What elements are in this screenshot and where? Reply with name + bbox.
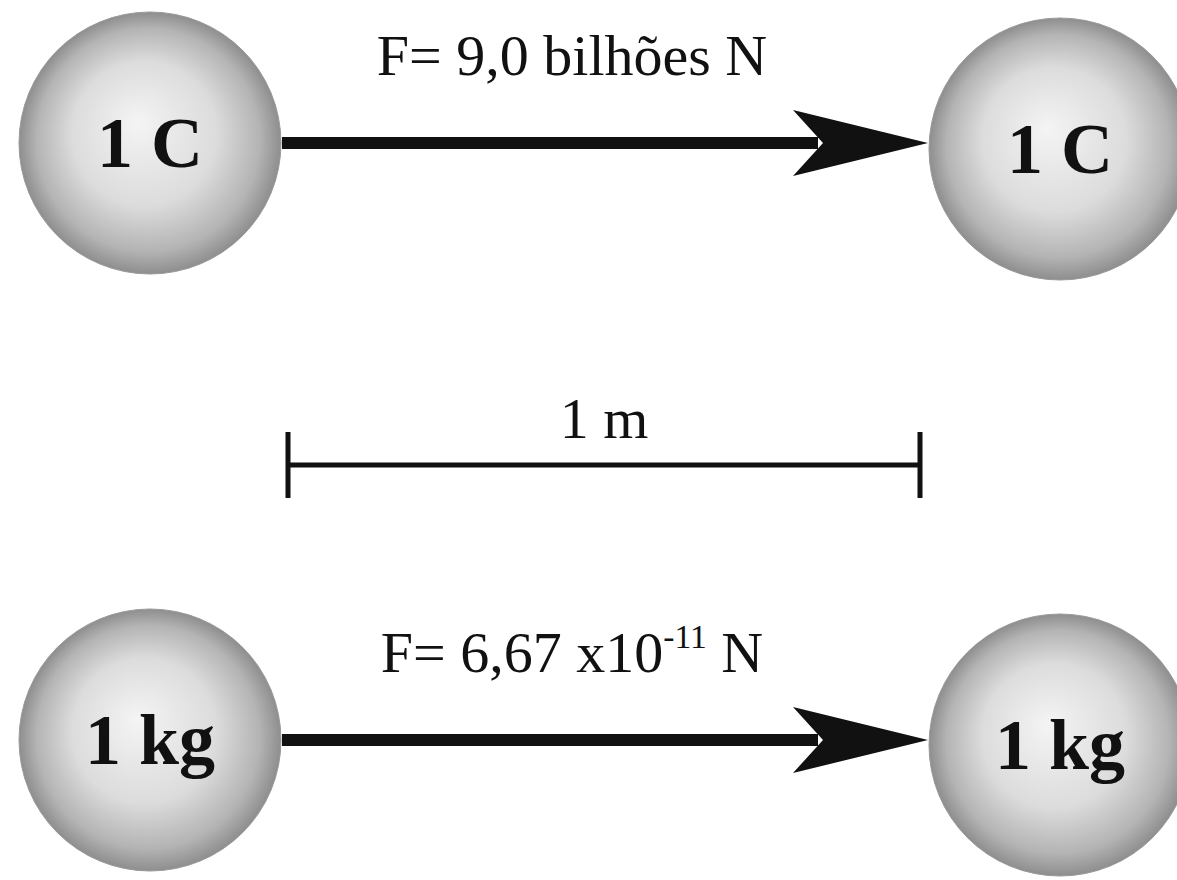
quantity-label: 1 C — [97, 107, 203, 179]
sphere-circle — [19, 609, 281, 871]
sphere-node: 1 kg — [928, 613, 1177, 877]
quantity-label: 1 C — [1007, 113, 1113, 185]
force-label: F= 6,67 x10-11 N — [381, 624, 763, 682]
sphere-circle — [929, 614, 1177, 876]
force-label: F= 9,0 bilhões N — [377, 27, 767, 85]
arrow-shaft — [282, 734, 818, 746]
edge-group — [282, 110, 928, 773]
node-body: 1 kg — [18, 608, 282, 872]
dimension-tick — [918, 432, 923, 498]
dimension-tick — [286, 432, 291, 498]
force-arrow — [282, 707, 928, 773]
node-body: 1 C — [928, 17, 1177, 281]
sphere-node: 1 C — [18, 11, 282, 275]
sphere-circle — [929, 18, 1177, 280]
sphere-circle — [19, 12, 281, 274]
dimension-label: 1 m — [560, 390, 649, 448]
quantity-label: 1 kg — [85, 704, 215, 776]
arrow-shaft — [282, 137, 818, 149]
arrow-head — [793, 110, 928, 176]
node-body: 1 kg — [928, 613, 1177, 877]
quantity-label: 1 kg — [995, 709, 1125, 781]
sphere-node: 1 C — [928, 17, 1177, 281]
node-body: 1 C — [18, 11, 282, 275]
arrow-head — [793, 707, 928, 773]
sphere-node: 1 kg — [18, 608, 282, 872]
force-arrow — [282, 110, 928, 176]
dimension-line — [288, 463, 920, 468]
